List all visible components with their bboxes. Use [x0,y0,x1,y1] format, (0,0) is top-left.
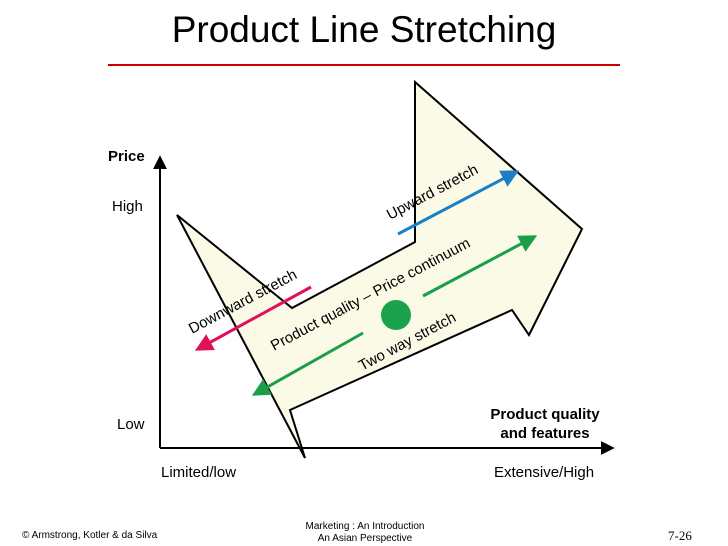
downward-stretch-arrow [194,285,312,351]
x-axis-title-line2: and features [500,425,590,442]
two-way-stretch-arrow-right [422,235,538,298]
page-number: 7-26 [668,528,692,543]
two-way-stretch-arrow-left [251,331,364,396]
x-axis-left-label: Limited/low [161,464,237,481]
y-axis-title: Price [108,148,145,165]
footer-course: Marketing : An Introduction An Asian Per… [290,521,440,545]
footer-course-line2: An Asian Perspective [317,533,413,544]
current-position-marker [381,300,411,330]
footer-course-line1: Marketing : An Introduction [305,521,425,532]
footer-copyright: © Armstrong, Kotler & da Silva [22,530,158,541]
continuum-band [176,79,584,459]
slide-title: Product Line Stretching [171,9,557,50]
upward-stretch-arrow [397,170,520,236]
x-axis-title: Product quality and features [470,405,620,443]
x-axis-right-label: Extensive/High [494,464,595,481]
y-axis-low-label: Low [117,416,145,433]
title-underline [108,64,620,66]
x-axis-title-line1: Product quality [490,406,600,423]
y-axis-high-label: High [112,198,143,215]
